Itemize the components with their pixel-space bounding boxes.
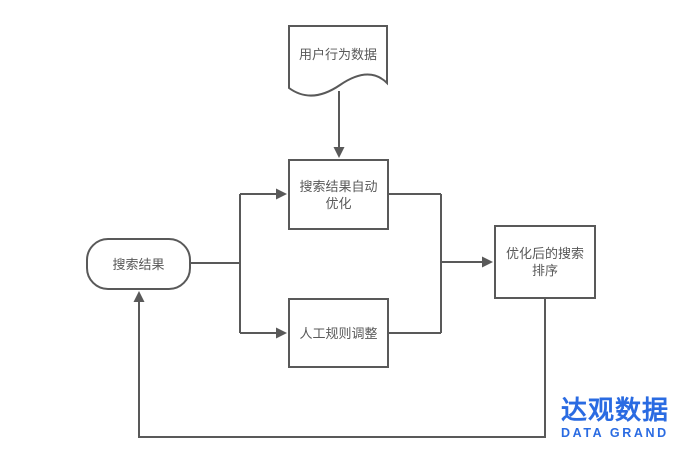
arrowhead-into-ranking: [482, 256, 493, 268]
logo-subtitle: DATA GRAND: [561, 426, 669, 440]
arrowhead-into-auto-top: [333, 147, 345, 158]
connector-feedback-loop: [138, 299, 546, 438]
node-user-behavior-data: 用户行为数据: [288, 30, 388, 78]
connector-merge-to-ranking: [389, 193, 483, 334]
arrowhead-into-manual-left: [276, 327, 287, 339]
connector-search-results-branch: [191, 193, 277, 334]
node-optimized-ranking: 优化后的搜索 排序: [494, 225, 596, 299]
logo-title: 达观数据: [561, 395, 670, 425]
node-auto-optimize-label: 搜索结果自动 优化: [299, 178, 378, 211]
arrowhead-into-search-results: [133, 291, 145, 302]
node-manual-rules: 人工规则调整: [288, 298, 389, 368]
node-search-results: 搜索结果: [86, 238, 191, 290]
document-shape: [288, 25, 388, 97]
node-optimized-ranking-label: 优化后的搜索 排序: [505, 246, 584, 278]
node-user-behavior-data-label: 用户行为数据: [298, 46, 377, 62]
datagrand-logo: 达观数据 DATA GRAND: [561, 396, 669, 440]
arrowhead-into-auto-left: [276, 188, 287, 200]
node-auto-optimize: 搜索结果自动 优化: [288, 159, 389, 230]
node-manual-rules-label: 人工规则调整: [299, 325, 378, 341]
node-search-results-label: 搜索结果: [112, 256, 165, 272]
